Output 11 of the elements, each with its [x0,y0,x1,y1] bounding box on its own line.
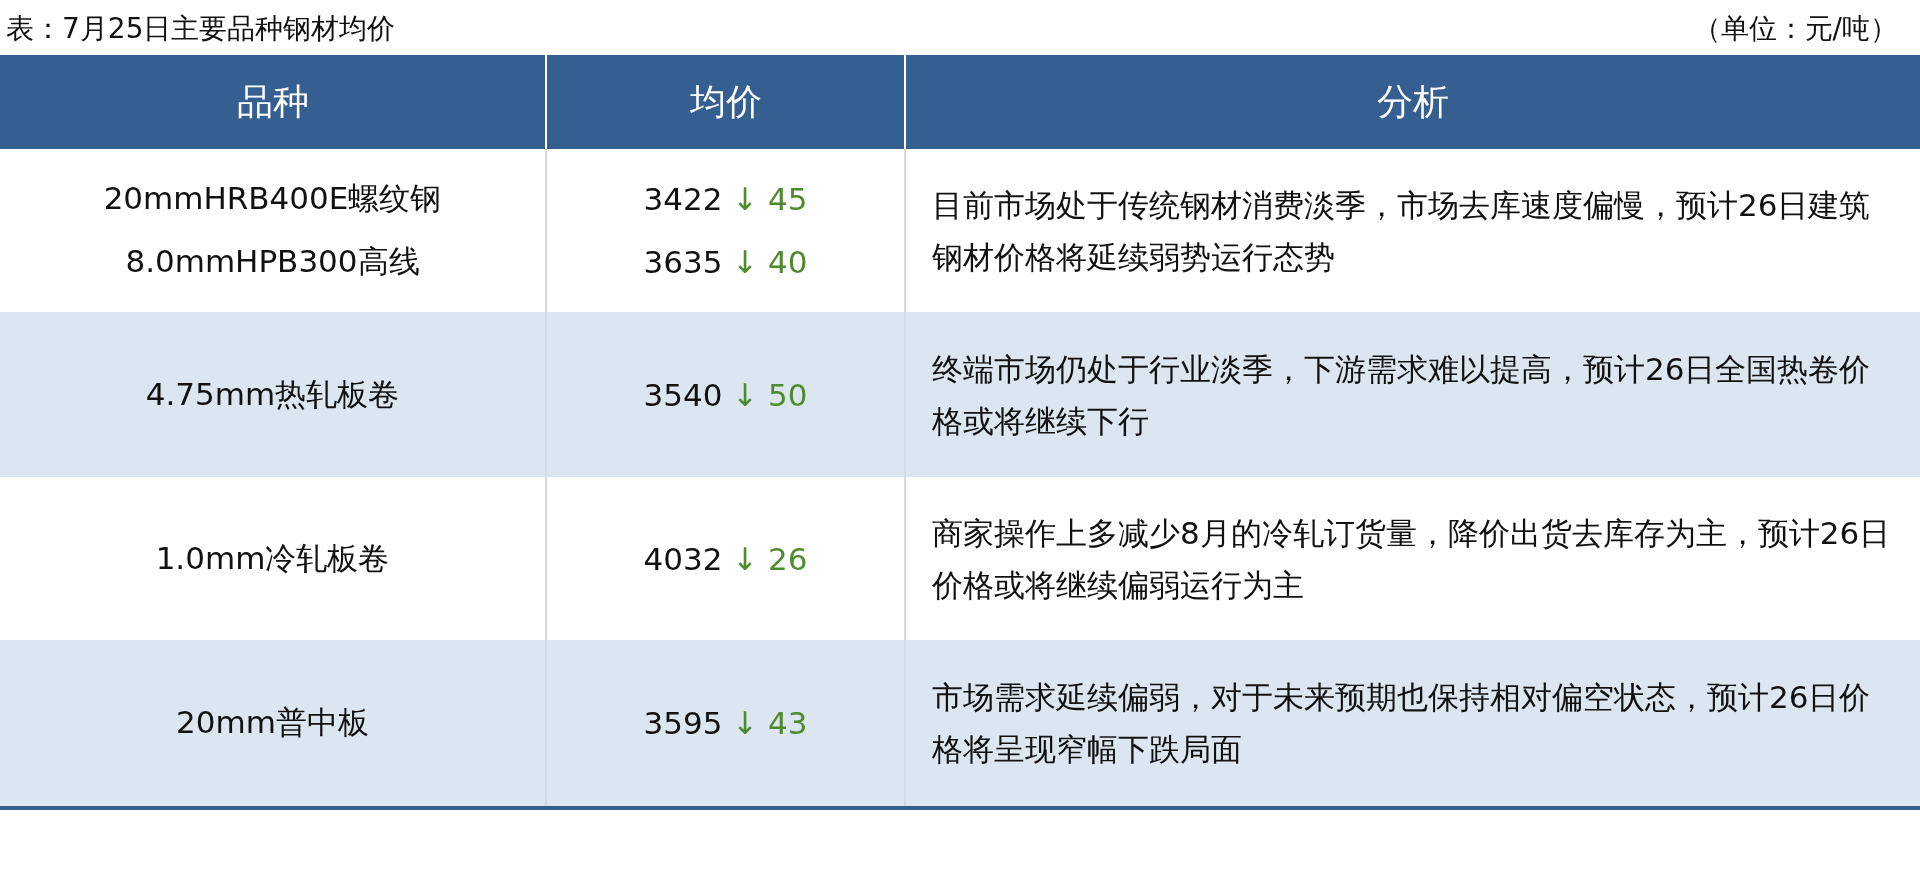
analysis-cell: 市场需求延续偏弱，对于未来预期也保持相对偏空状态，预计26日价格将呈现窄幅下跌局面 [906,640,1920,806]
product-cell: 4.75mm热轧板卷 [0,312,547,477]
price-cell: 3595 ↓ 43 [547,640,906,806]
price-cell: 3540 ↓ 50 [547,312,906,477]
analysis-cell: 终端市场仍处于行业淡季，下游需求难以提高，预计26日全国热卷价格或将继续下行 [906,312,1920,477]
header-cell: 品种 [0,55,547,149]
header-cell: 分析 [906,55,1920,149]
product-cell: 20mm普中板 [0,640,547,806]
unit-note: （单位：元/吨） [1692,11,1898,47]
table-title: 表：7月25日主要品种钢材均价 [6,11,396,47]
header-cell: 均价 [547,55,906,149]
